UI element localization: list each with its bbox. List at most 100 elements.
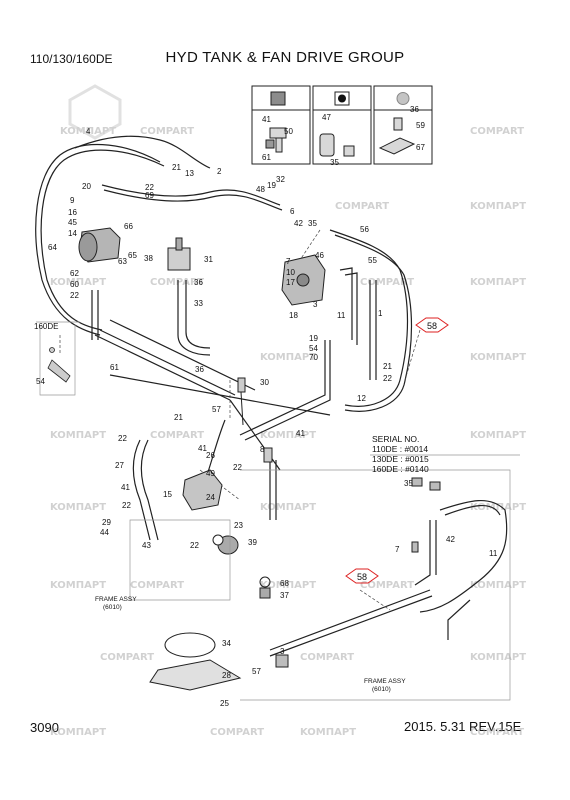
part-number: 23 <box>234 521 243 530</box>
part-number: 57 <box>252 667 261 676</box>
watermark-text: KOMПАРТ <box>470 430 526 441</box>
part-number: 26 <box>206 451 215 460</box>
part-number: 19 <box>309 334 318 343</box>
part-number: 44 <box>100 528 109 537</box>
inset-160de-fitting <box>47 347 71 383</box>
part-number: 22 <box>145 183 154 192</box>
part-number: 10 <box>286 268 295 277</box>
watermark-text: KOMПАРТ <box>50 430 106 441</box>
watermark-text: COMPART <box>360 277 414 288</box>
page-code: 3090 <box>30 720 59 735</box>
part-number: 22 <box>233 463 242 472</box>
part-number: 36 <box>195 365 204 374</box>
watermark-text: COMPART <box>335 201 389 212</box>
watermark-text: KOMПАРТ <box>470 352 526 363</box>
part-number: 47 <box>322 113 331 122</box>
watermark-text: COMPART <box>100 652 154 663</box>
part-number: 61 <box>262 153 271 162</box>
part-number: 34 <box>222 639 231 648</box>
part-number: 39 <box>248 538 257 547</box>
part-number: 63 <box>118 257 127 266</box>
part-number: 46 <box>315 251 324 260</box>
part-number: 60 <box>70 280 79 289</box>
watermark-text: KOMПАРТ <box>260 430 316 441</box>
part-number: 21 <box>174 413 183 422</box>
part-number: 27 <box>115 461 124 470</box>
legend-fittings <box>265 117 416 157</box>
model-label: 110/130/160DE <box>30 52 113 66</box>
watermark-text: COMPART <box>210 727 264 738</box>
part-number: 37 <box>280 591 289 600</box>
part-number: 22 <box>383 374 392 383</box>
black-dot-icon <box>338 94 346 103</box>
page-title: HYD TANK & FAN DRIVE GROUP <box>165 49 405 66</box>
watermark-text: COMPART <box>150 430 204 441</box>
part-number: 25 <box>220 699 229 708</box>
watermark-text: KOMПАРТ <box>60 126 116 137</box>
watermark-text: KOMПАРТ <box>260 502 316 513</box>
part-number: 66 <box>124 222 133 231</box>
serial-note: SERIAL NO. 110DE : #0014 130DE : #0015 1… <box>372 434 429 474</box>
watermark-text: COMPART <box>360 580 414 591</box>
part-number: 70 <box>309 353 318 362</box>
part-number: 18 <box>289 311 298 320</box>
watermark-text: KOMПАРТ <box>50 580 106 591</box>
part-number: 22 <box>190 541 199 550</box>
part-number: 2 <box>217 167 222 176</box>
watermark-text: KOMПАРТ <box>50 727 106 738</box>
part-number: 64 <box>48 243 57 252</box>
part-number: 11 <box>337 311 346 320</box>
part-number-labels: 4 21 13 2 20 22 69 48 32 19 9 16 45 14 6… <box>36 105 498 708</box>
part-number: 41 <box>121 483 130 492</box>
legend-boxes <box>251 85 433 165</box>
part-number: 8 <box>260 445 265 454</box>
part-number: 12 <box>357 394 366 403</box>
watermark-layer: COMPART COMPART COMPART COMPART COMPART … <box>50 84 526 738</box>
revision-date: 2015. 5.31 REV.15E <box>404 719 522 734</box>
part-number: 31 <box>204 255 213 264</box>
part-number: 29 <box>102 518 111 527</box>
watermark-text: KOMПАРТ <box>50 277 106 288</box>
watermark-text: KOMПАРТ <box>50 502 106 513</box>
part-number: 67 <box>416 143 425 152</box>
part-number: 62 <box>70 269 79 278</box>
part-number: 1 <box>378 309 383 318</box>
part-number: 7 <box>286 257 291 266</box>
part-number: 7 <box>395 545 400 554</box>
part-number: 42 <box>446 535 455 544</box>
part-number: 49 <box>206 469 215 478</box>
part-number: 54 <box>309 344 318 353</box>
frame-label-code: (6010) <box>103 604 122 611</box>
part-number: 22 <box>118 434 127 443</box>
part-number: 15 <box>163 490 172 499</box>
part-number: 43 <box>142 541 151 550</box>
serial-line-130de: 130DE : #0015 <box>372 454 429 464</box>
part-number: 21 <box>172 163 181 172</box>
frame-label-code: (6010) <box>372 686 391 693</box>
frame-label-left: FRAME ASSY (6010) <box>95 596 137 611</box>
part-number: 33 <box>194 299 203 308</box>
part-number: 59 <box>416 121 425 130</box>
grey-circle-icon <box>396 92 410 105</box>
components <box>78 227 441 691</box>
part-number: 19 <box>267 181 276 190</box>
watermark-text: COMPART <box>300 652 354 663</box>
watermark-text: COMPART <box>150 277 204 288</box>
part-number: 54 <box>36 377 45 386</box>
watermark-text: COMPART <box>470 126 524 137</box>
callout-label: 58 <box>357 572 367 582</box>
part-number: 6 <box>290 207 295 216</box>
callout-58-top: 58 <box>415 317 449 333</box>
frame-label-right: FRAME ASSY (6010) <box>364 678 406 693</box>
frame-outlines <box>36 321 520 701</box>
part-number: 24 <box>206 493 215 502</box>
watermark-text: COMPART <box>130 580 184 591</box>
part-number: 38 <box>144 254 153 263</box>
part-number: 9 <box>70 196 75 205</box>
part-number: 41 <box>296 429 305 438</box>
part-number: 13 <box>185 169 194 178</box>
watermark-text: KOMПАРТ <box>470 502 526 513</box>
watermark-text: KOMПАРТ <box>260 580 316 591</box>
variant-label: 160DE <box>34 322 58 331</box>
